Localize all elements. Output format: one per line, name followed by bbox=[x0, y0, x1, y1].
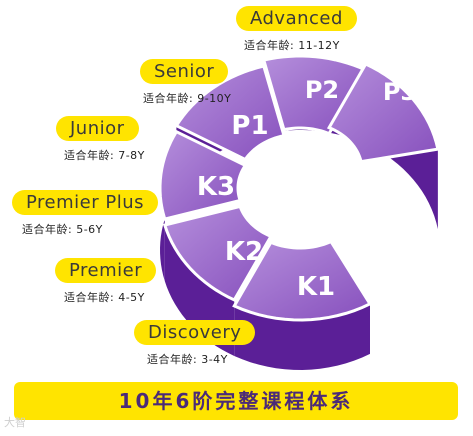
segment-code-k2: K2 bbox=[225, 237, 263, 267]
watermark: 大智 bbox=[4, 416, 26, 429]
segment-code-k1: K1 bbox=[297, 272, 335, 302]
level-age-junior: 适合年龄: 7-8Y bbox=[64, 149, 145, 162]
segment-code-k3: K3 bbox=[197, 172, 235, 202]
segment-k1-top bbox=[232, 239, 373, 322]
segment-code-p3: P3 bbox=[383, 78, 417, 106]
level-label-discovery: Discovery bbox=[134, 320, 256, 345]
level-label-advanced: Advanced bbox=[236, 6, 357, 31]
level-label-premier: Premier bbox=[55, 258, 157, 283]
level-age-senior: 适合年龄: 9-10Y bbox=[143, 92, 232, 105]
segment-code-p1: P1 bbox=[231, 111, 268, 141]
segment-p1-top bbox=[174, 64, 286, 162]
level-label-premier-plus: Premier Plus bbox=[12, 190, 158, 215]
curriculum-banner: 10年6阶完整课程体系 bbox=[14, 382, 458, 420]
level-label-junior: Junior bbox=[56, 116, 139, 141]
level-age-premier: 适合年龄: 4-5Y bbox=[64, 291, 145, 304]
ring-top-faces bbox=[158, 54, 440, 322]
level-age-premier-plus: 适合年龄: 5-6Y bbox=[22, 223, 103, 236]
segment-codes: K1 K2 K3 P1 P2 P3 bbox=[197, 76, 417, 302]
segment-p3-top bbox=[326, 62, 440, 164]
segment-code-p2: P2 bbox=[305, 76, 339, 104]
level-age-advanced: 适合年龄: 11-12Y bbox=[244, 39, 340, 52]
level-label-senior: Senior bbox=[140, 59, 229, 84]
segment-k1-side bbox=[234, 303, 370, 370]
level-age-discovery: 适合年龄: 3-4Y bbox=[147, 353, 228, 366]
segment-k3-top bbox=[158, 129, 248, 221]
segment-k2-top bbox=[162, 204, 274, 302]
